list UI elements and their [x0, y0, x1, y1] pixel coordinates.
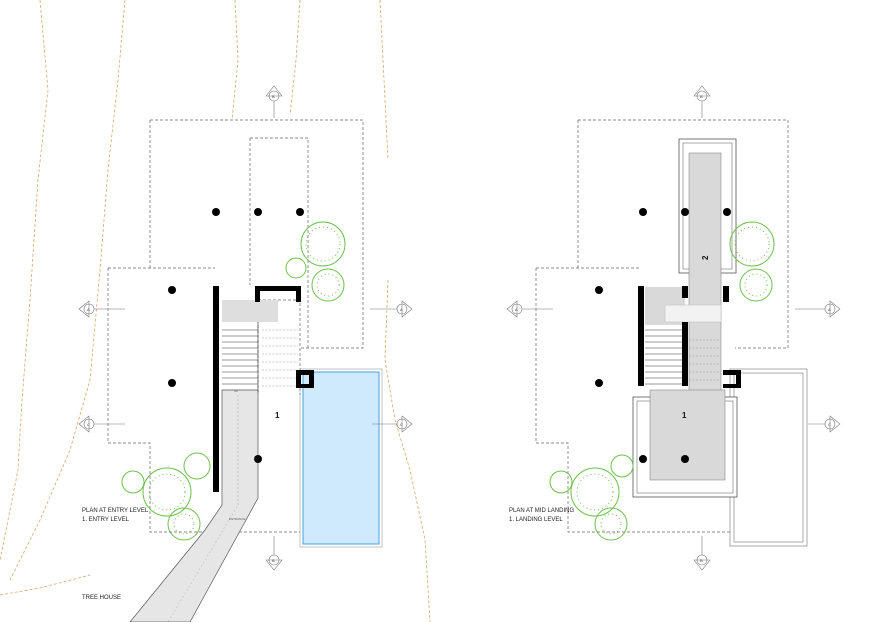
- right-section-labels: B B A A C: [515, 94, 831, 563]
- svg-text:B: B: [700, 558, 703, 563]
- walkway-center-line: [167, 395, 239, 622]
- left-stair: [222, 322, 259, 392]
- right-roof-outline: [535, 119, 789, 533]
- right-stair-upper: [689, 339, 721, 381]
- right-room-label-1: 1: [682, 411, 687, 420]
- left-trees: [121, 221, 346, 541]
- stair-up-label: UP: [234, 389, 238, 393]
- swimming-pool: [302, 371, 380, 545]
- left-room-label: 1: [275, 411, 280, 420]
- right-bridge-slab: [688, 152, 722, 404]
- right-room-slab: [649, 389, 726, 481]
- svg-text:C: C: [87, 422, 90, 427]
- right-trees: [549, 221, 775, 541]
- pool-coping: [299, 368, 383, 548]
- right-plan-title: PLAN AT MID LANDING: [509, 508, 575, 514]
- svg-text:A: A: [87, 307, 90, 312]
- svg-text:A: A: [515, 307, 518, 312]
- svg-text:A: A: [828, 307, 831, 312]
- left-section-markers: [78, 85, 413, 571]
- left-walls: [213, 286, 314, 492]
- svg-text:B: B: [272, 94, 275, 99]
- site-contours: [0, 0, 431, 622]
- left-stair-upper: [262, 329, 298, 387]
- right-section-markers: [506, 85, 841, 571]
- svg-text:B: B: [700, 94, 703, 99]
- left-plan-title: PLAN AT ENTRY LEVEL: [82, 508, 149, 514]
- right-landing-white: [664, 304, 722, 323]
- entrance-label: ENTRANCE: [229, 517, 246, 521]
- project-name: TREE HOUSE: [82, 595, 122, 601]
- svg-text:C: C: [400, 422, 403, 427]
- svg-text:B: B: [272, 558, 275, 563]
- right-columns: [595, 208, 731, 463]
- right-deck: [729, 368, 808, 547]
- svg-text:A: A: [400, 307, 403, 312]
- right-walls: [638, 286, 741, 388]
- left-columns: [168, 208, 304, 463]
- left-plan-legend: 1. ENTRY LEVEL: [82, 517, 130, 523]
- left-plan: 1 ENTRANCE UP B B: [78, 85, 413, 622]
- right-plan-legend: 1. LANDING LEVEL: [509, 517, 563, 523]
- right-room-label-2: 2: [701, 255, 710, 260]
- left-section-labels: B B A A C C: [87, 94, 403, 563]
- svg-text:C: C: [828, 422, 831, 427]
- right-plan: 1 2 B B A A C: [506, 85, 841, 571]
- right-stair: [645, 329, 683, 385]
- entry-walkway: [129, 389, 259, 622]
- left-landing-slab: [222, 300, 278, 322]
